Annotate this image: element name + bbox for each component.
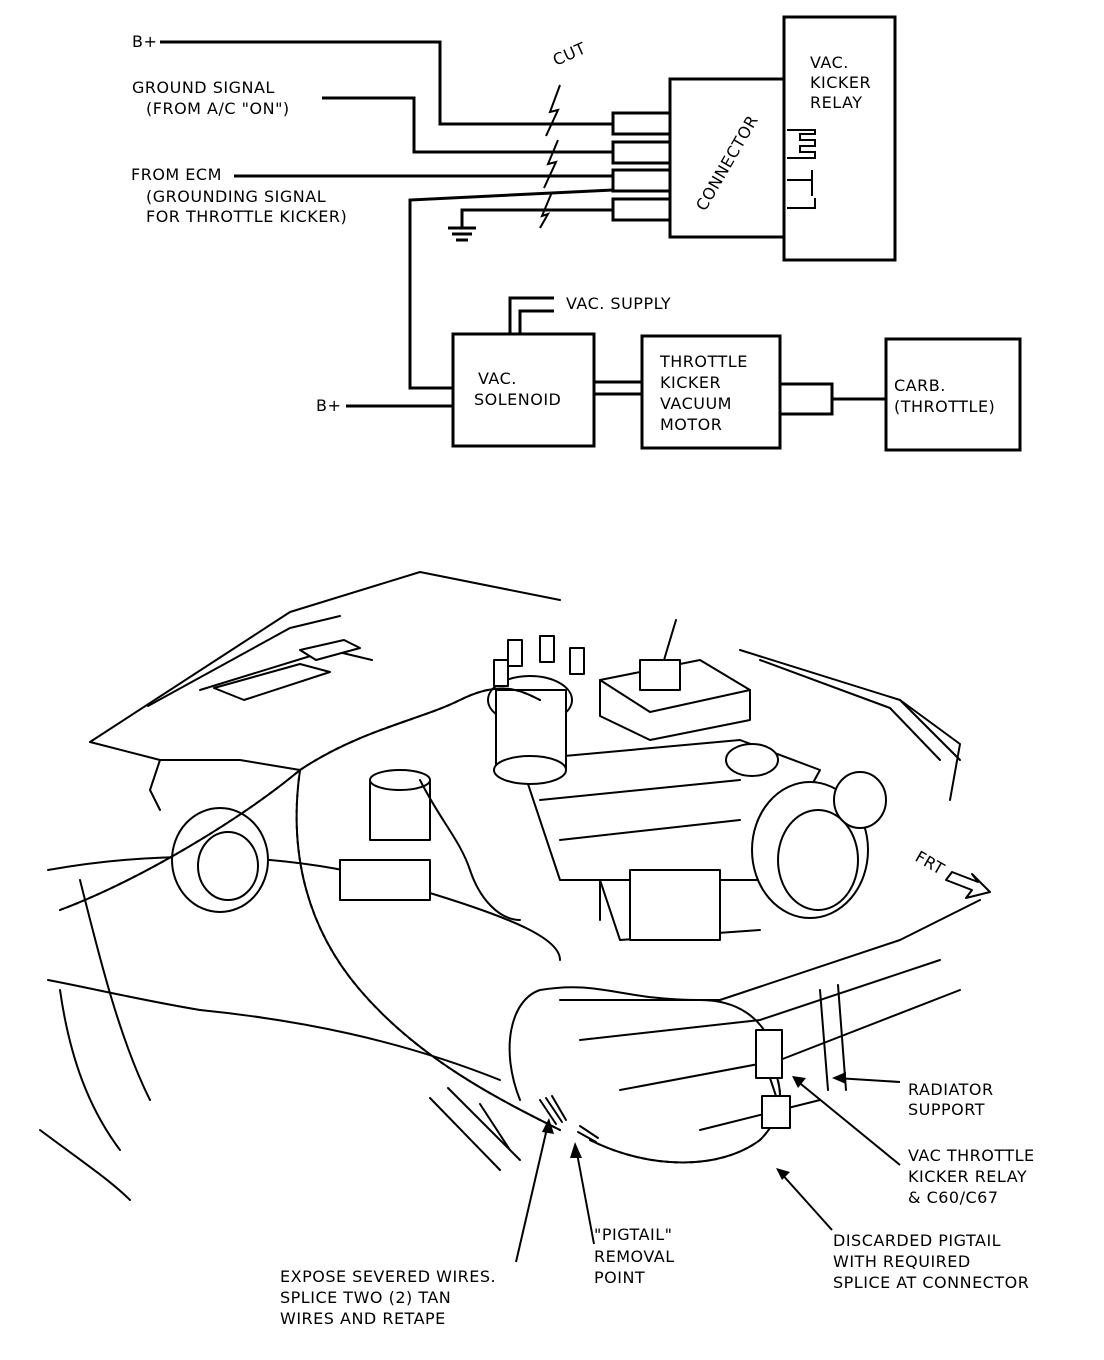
from-ecm-label: FROM ECM	[131, 165, 222, 184]
wiring-harness	[59, 687, 781, 1164]
from-ecm-desc2-label: FOR THROTTLE KICKER)	[146, 207, 347, 226]
carb-label-1: CARB.	[894, 376, 946, 395]
radiator-support-label-1: RADIATOR	[908, 1080, 994, 1099]
carb-label-2: (THROTTLE)	[894, 397, 995, 416]
relay-label-2: KICKER	[810, 73, 871, 92]
cowl-outline	[89, 571, 561, 811]
ecm-to-solenoid-wire	[408, 188, 614, 390]
vac-solenoid-box	[451, 332, 596, 448]
cut-marks	[539, 84, 561, 229]
callout-leaders	[515, 1072, 901, 1263]
solenoid-label-1: VAC.	[478, 369, 517, 388]
radiator-support	[559, 899, 981, 1131]
motor-label-4: MOTOR	[660, 415, 722, 434]
discarded-pigtail-label-2: WITH REQUIRED	[833, 1252, 971, 1271]
expose-wires-label-2: SPLICE TWO (2) TAN	[280, 1288, 451, 1307]
kicker-plunger	[778, 382, 834, 416]
pigtail-label-1: "PIGTAIL"	[594, 1225, 673, 1244]
relay-box	[782, 15, 897, 262]
pigtail-label-2: REMOVAL	[594, 1247, 675, 1266]
connector-box	[668, 77, 789, 239]
relay-coil-icon	[787, 129, 816, 209]
right-fender	[739, 649, 961, 801]
schematic: B+ GROUND SIGNAL (FROM A/C "ON") FROM EC…	[131, 15, 1022, 452]
input-wires	[160, 40, 613, 228]
front-arrow-icon	[945, 871, 991, 899]
connector-pins	[611, 111, 672, 222]
pigtail-label-3: POINT	[594, 1268, 645, 1287]
motor-label-1: THROTTLE	[659, 352, 748, 371]
front-label: FRT	[912, 847, 948, 879]
booster	[171, 769, 431, 913]
motor-label-2: KICKER	[660, 373, 721, 392]
b-plus-bottom-label: B+	[316, 396, 341, 415]
motor-label-3: VACUUM	[660, 394, 732, 413]
carb-box	[884, 337, 1022, 452]
expose-wires-label-3: WIRES AND RETAPE	[280, 1309, 446, 1328]
engine-compartment-illustration: FRT RADIATOR SUPPORT VAC THROTTLE KICKER…	[39, 571, 1035, 1328]
cut-label: CUT	[550, 38, 589, 69]
alternator	[725, 743, 887, 919]
relay-callout-label-3: & C60/C67	[908, 1188, 999, 1207]
discarded-pigtail-label-1: DISCARDED PIGTAIL	[833, 1231, 1001, 1250]
from-ecm-desc-label: (GROUNDING SIGNAL	[146, 187, 326, 206]
b-plus-top-label: B+	[132, 32, 157, 51]
radiator-support-label-2: SUPPORT	[908, 1100, 985, 1119]
vac-supply-line	[508, 296, 554, 334]
relay-label-1: VAC.	[810, 53, 849, 72]
relay-connector	[755, 1029, 791, 1129]
left-fender	[39, 855, 561, 1201]
severed-wires	[539, 1095, 599, 1143]
solenoid-motor-hose	[594, 380, 642, 396]
ground-symbol	[448, 226, 476, 242]
vac-supply-label: VAC. SUPPLY	[566, 294, 671, 313]
relay-callout-label-2: KICKER RELAY	[908, 1167, 1027, 1186]
distributor	[487, 635, 585, 785]
solenoid-label-2: SOLENOID	[474, 390, 561, 409]
carburetor	[599, 619, 751, 741]
relay-callout-label-1: VAC THROTTLE	[908, 1146, 1035, 1165]
ground-signal-label: GROUND SIGNAL	[132, 78, 275, 97]
discarded-pigtail-label-3: SPLICE AT CONNECTOR	[833, 1273, 1029, 1292]
ground-signal-source-label: (FROM A/C "ON")	[146, 99, 290, 118]
expose-wires-label-1: EXPOSE SEVERED WIRES.	[280, 1267, 496, 1286]
relay-label-3: RELAY	[810, 93, 862, 112]
